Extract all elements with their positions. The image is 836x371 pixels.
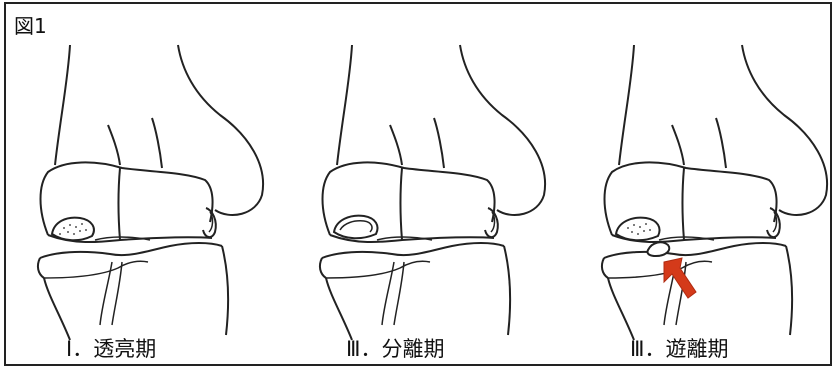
caption-stage-2: Ⅲ．分離期: [346, 333, 444, 363]
caption-stage-1: Ⅰ．透亮期: [66, 333, 156, 363]
loose-body: [647, 242, 669, 256]
caption-stage-3: Ⅲ．遊離期: [630, 333, 728, 363]
lesion-crater: [616, 218, 660, 241]
